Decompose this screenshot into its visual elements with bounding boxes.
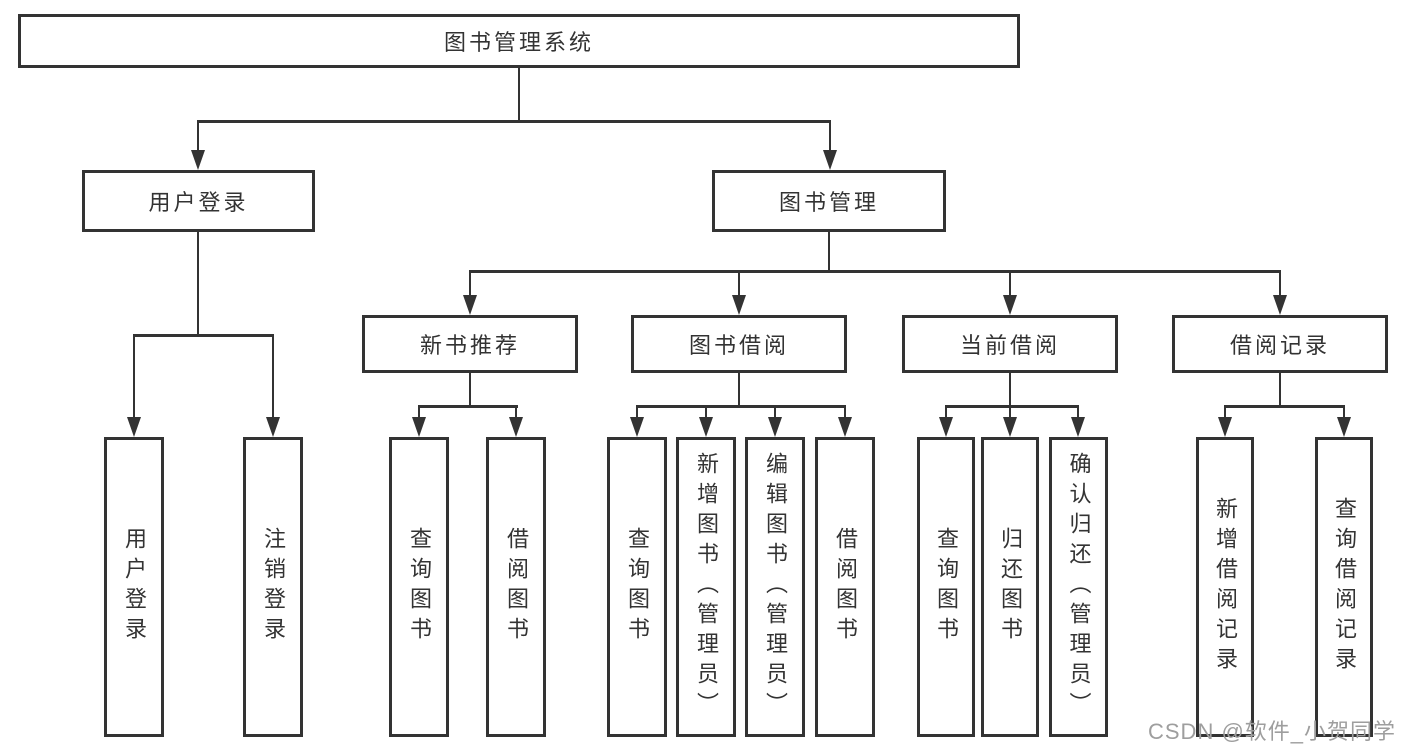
connector-line: [1224, 405, 1226, 419]
node-confirm-return-admin: 确认归还（管理员）: [1049, 437, 1108, 737]
arrow-head: [768, 417, 782, 437]
connector-line: [738, 373, 740, 407]
arrow-head: [1003, 295, 1017, 315]
arrow-head: [127, 417, 141, 437]
connector-line: [1343, 405, 1345, 419]
connector-line: [828, 232, 830, 273]
connector-line: [774, 405, 776, 419]
node-new-book-recommend: 新书推荐: [362, 315, 578, 373]
connector-line: [636, 405, 638, 419]
node-return-book: 归还图书: [981, 437, 1039, 737]
connector-line: [1009, 270, 1011, 297]
connector-line: [133, 334, 274, 337]
node-borrow-books-leaf: 借阅图书: [815, 437, 875, 737]
node-label: 用户登录: [148, 190, 249, 215]
node-query-books-current: 查询图书: [917, 437, 975, 737]
connector-line: [197, 120, 199, 154]
node-label: 图书借阅: [688, 333, 789, 358]
node-label: 当前借阅: [959, 333, 1060, 358]
node-add-book-admin: 新增图书（管理员）: [676, 437, 736, 737]
node-label: 图书管理系统: [443, 30, 594, 55]
node-label: 借阅图书: [504, 527, 529, 647]
connector-line: [469, 373, 471, 407]
arrow-head: [699, 417, 713, 437]
connector-line: [705, 405, 707, 419]
arrow-head: [191, 150, 205, 170]
node-user-login: 用户登录: [82, 170, 315, 232]
node-book-borrow: 图书借阅: [631, 315, 847, 373]
arrow-head: [266, 417, 280, 437]
node-borrow-books-recommend: 借阅图书: [486, 437, 546, 737]
connector-line: [1009, 405, 1011, 419]
node-user-login-leaf: 用户登录: [104, 437, 164, 737]
node-label: 用户登录: [122, 527, 147, 647]
connector-line: [197, 120, 831, 123]
connector-line: [829, 120, 831, 154]
node-edit-book-admin: 编辑图书（管理员）: [745, 437, 805, 737]
node-add-borrow-record: 新增借阅记录: [1196, 437, 1254, 737]
connector-line: [272, 334, 274, 419]
node-label: 新增图书（管理员）: [694, 452, 719, 722]
connector-line: [518, 68, 520, 122]
arrow-head: [509, 417, 523, 437]
arrow-head: [1003, 417, 1017, 437]
connector-line: [945, 405, 947, 419]
arrow-head: [1337, 417, 1351, 437]
arrow-head: [838, 417, 852, 437]
node-query-books-recommend: 查询图书: [389, 437, 449, 737]
arrow-head: [823, 150, 837, 170]
connector-line: [844, 405, 846, 419]
connector-line: [469, 270, 471, 297]
connector-line: [945, 405, 1079, 408]
node-label: 借阅图书: [833, 527, 858, 647]
node-label: 查询图书: [625, 527, 650, 647]
connector-line: [1077, 405, 1079, 419]
arrow-head: [412, 417, 426, 437]
watermark-text: CSDN @软件_小贺同学: [1148, 719, 1397, 744]
node-book-management: 图书管理: [712, 170, 946, 232]
connector-line: [636, 405, 846, 408]
connector-line: [515, 405, 517, 419]
node-label: 注销登录: [261, 527, 286, 647]
connector-line: [418, 405, 420, 419]
node-logout: 注销登录: [243, 437, 303, 737]
connector-line: [1279, 270, 1281, 297]
arrow-head: [1273, 295, 1287, 315]
arrow-head: [630, 417, 644, 437]
connector-line: [197, 232, 199, 336]
connector-line: [1224, 405, 1345, 408]
node-label: 查询图书: [407, 527, 432, 647]
arrow-head: [939, 417, 953, 437]
arrow-head: [1071, 417, 1085, 437]
connector-line: [738, 270, 740, 297]
connector-line: [1009, 373, 1011, 407]
connector-line: [133, 334, 135, 419]
node-borrow-records: 借阅记录: [1172, 315, 1388, 373]
node-label: 归还图书: [998, 527, 1023, 647]
node-query-books-borrow: 查询图书: [607, 437, 667, 737]
connector-line: [469, 270, 1281, 273]
connector-line: [1279, 373, 1281, 407]
arrow-head: [1218, 417, 1232, 437]
node-label: 图书管理: [778, 190, 879, 215]
node-label: 查询图书: [934, 527, 959, 647]
arrow-head: [732, 295, 746, 315]
node-label: 编辑图书（管理员）: [763, 452, 788, 722]
node-current-borrow: 当前借阅: [902, 315, 1118, 373]
node-label: 新增借阅记录: [1213, 497, 1238, 677]
node-label: 借阅记录: [1229, 333, 1330, 358]
node-label: 查询借阅记录: [1332, 497, 1357, 677]
node-label: 新书推荐: [419, 333, 520, 358]
node-library-system: 图书管理系统: [18, 14, 1020, 68]
node-query-borrow-record: 查询借阅记录: [1315, 437, 1373, 737]
connector-line: [418, 405, 518, 408]
node-label: 确认归还（管理员）: [1066, 452, 1092, 722]
arrow-head: [463, 295, 477, 315]
